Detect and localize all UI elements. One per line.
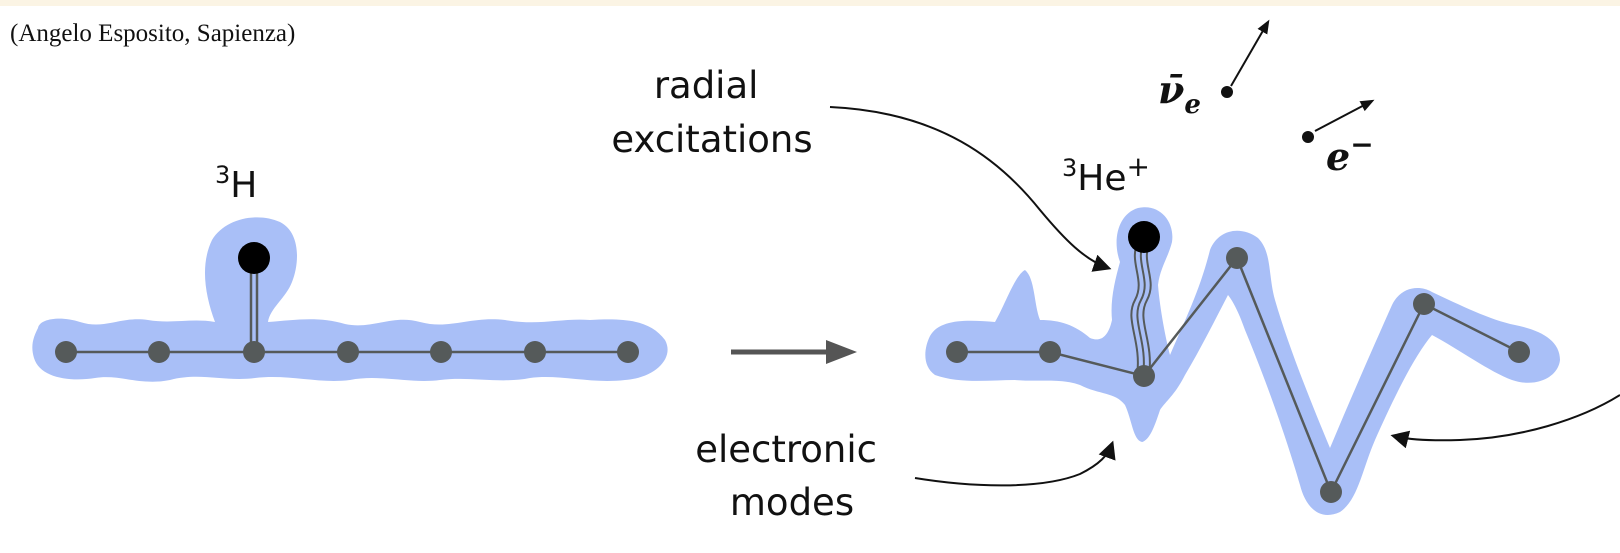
electron: e− bbox=[1302, 99, 1375, 179]
credit-text: (Angelo Esposito, Sapienza) bbox=[10, 20, 296, 47]
he3-nucleus bbox=[1128, 221, 1160, 253]
h3-bead bbox=[148, 341, 170, 363]
electronic-modes-label: electronic modes bbox=[695, 428, 889, 524]
radial-excitations-label: radial excitations bbox=[611, 64, 812, 161]
he3-bead bbox=[1413, 293, 1435, 315]
radial-excitations-arrow bbox=[829, 106, 1112, 272]
h3-bead bbox=[617, 341, 639, 363]
h3-bead bbox=[430, 341, 452, 363]
he3-bead bbox=[1320, 481, 1342, 503]
he3-bead bbox=[1133, 365, 1155, 387]
he3-beads bbox=[946, 247, 1530, 503]
he3-radial-link bbox=[1130, 241, 1152, 377]
h3-bead bbox=[337, 341, 359, 363]
edge-pointer-arrow bbox=[1390, 394, 1620, 449]
svg-text:e−: e− bbox=[1326, 128, 1374, 179]
he3-bead bbox=[1039, 341, 1061, 363]
svg-text:ν̄e: ν̄e bbox=[1158, 67, 1201, 120]
h3-bead bbox=[55, 341, 77, 363]
h3-label: 3H bbox=[215, 161, 257, 206]
h3-bead bbox=[243, 341, 265, 363]
reaction-arrow bbox=[731, 340, 857, 364]
h3-nucleus bbox=[238, 242, 270, 274]
he3-label: 3He+ bbox=[1062, 150, 1150, 199]
h3-bead bbox=[524, 341, 546, 363]
top-strip bbox=[0, 0, 1620, 6]
electronic-modes-arrow bbox=[914, 440, 1116, 487]
h3-beads bbox=[55, 341, 639, 363]
antineutrino: ν̄e bbox=[1158, 19, 1270, 120]
he3-bead bbox=[946, 341, 968, 363]
he3-bead bbox=[1226, 247, 1248, 269]
he3-bead bbox=[1508, 341, 1530, 363]
h3-cloud bbox=[32, 217, 668, 382]
